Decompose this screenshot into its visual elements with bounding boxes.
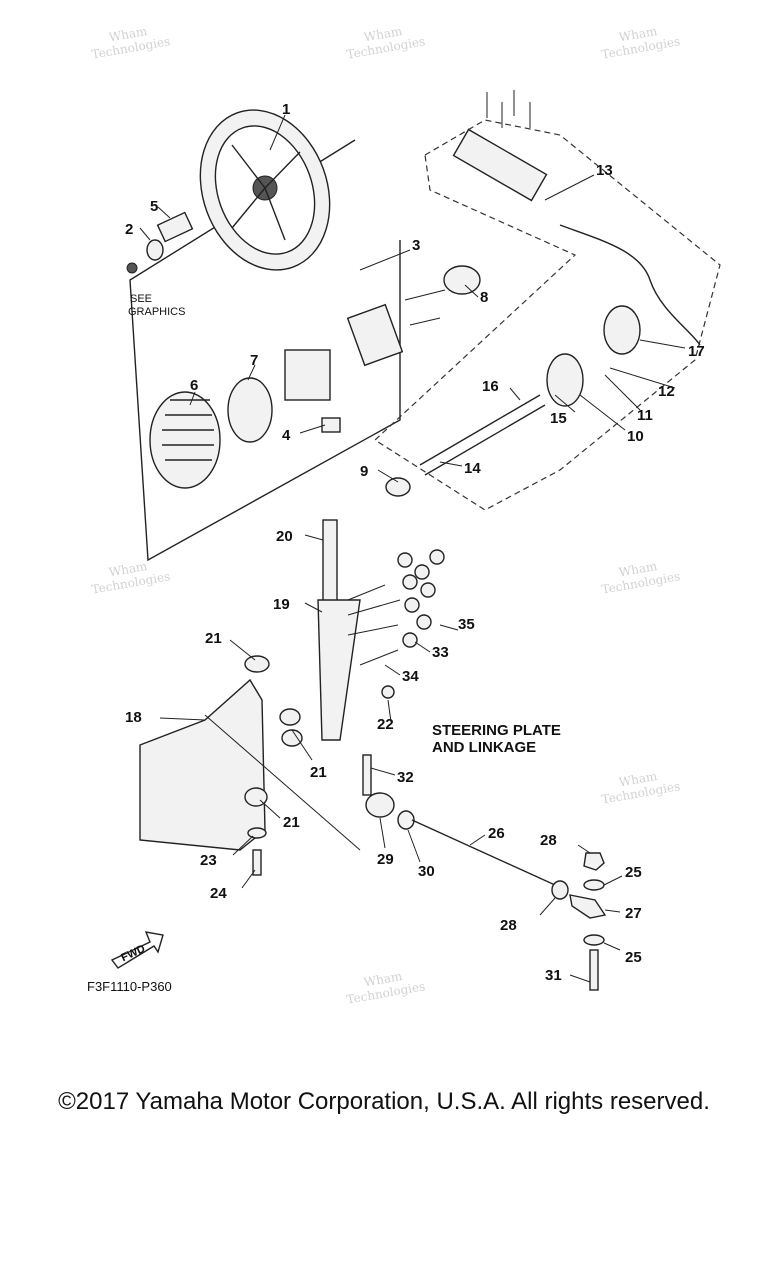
watermark: Wham <box>108 24 149 45</box>
callout-28: 28 <box>540 832 557 849</box>
harness-box <box>452 128 548 202</box>
rod-end-nut <box>551 880 569 900</box>
section-title-2: AND LINKAGE <box>432 739 536 756</box>
watermark: Wham <box>618 24 659 45</box>
callout-29: 29 <box>377 851 394 868</box>
top-bolts <box>486 90 531 128</box>
callout-17: 17 <box>688 343 705 360</box>
trim-switch <box>321 417 341 433</box>
callout-5: 5 <box>150 198 158 215</box>
callout-21-c: 21 <box>283 814 300 831</box>
washer-top <box>583 879 605 891</box>
steering-wheel <box>199 109 331 271</box>
fwd-label: FWD <box>119 943 147 964</box>
callout-27: 27 <box>625 905 642 922</box>
callout-21: 21 <box>205 630 222 647</box>
callout-11: 11 <box>637 407 653 424</box>
steering-shaft <box>322 519 338 611</box>
callout-22: 22 <box>377 716 394 733</box>
steering-plate <box>139 678 266 851</box>
plate-bolts <box>347 549 445 666</box>
callout-9: 9 <box>360 463 368 480</box>
cable-lines <box>419 394 546 476</box>
callout-6: 6 <box>190 377 198 394</box>
long-bolt <box>589 949 599 991</box>
joint-nut <box>397 810 415 830</box>
callout-34: 34 <box>402 668 419 685</box>
callout-25-b: 25 <box>625 949 642 966</box>
callout-10: 10 <box>627 428 644 445</box>
callout-4: 4 <box>282 427 291 444</box>
harness-cable <box>559 224 701 346</box>
callout-1: 1 <box>282 101 290 118</box>
watermark: Wham <box>363 24 404 45</box>
helm-bracket <box>284 349 331 401</box>
boot <box>603 305 641 355</box>
callout-23: 23 <box>200 852 217 869</box>
callout-25: 25 <box>625 864 642 881</box>
callout-28-b: 28 <box>500 917 517 934</box>
callout-16: 16 <box>482 378 499 395</box>
helm-unit <box>149 391 221 489</box>
cable-clamp <box>385 477 411 497</box>
ball-joint <box>365 792 395 818</box>
callout-3: 3 <box>412 237 420 254</box>
callout-31: 31 <box>545 967 562 984</box>
plate-bushing <box>381 685 395 699</box>
cable-group-outline <box>374 119 721 511</box>
watermark: Wham <box>618 559 659 580</box>
helm-housing <box>346 265 481 367</box>
pivot-bolt <box>362 754 372 796</box>
callout-8: 8 <box>480 289 488 306</box>
callout-12: 12 <box>658 383 675 400</box>
callout-33: 33 <box>432 644 449 661</box>
helm-ring <box>227 377 273 443</box>
rod-end <box>569 894 607 919</box>
callout-18: 18 <box>125 709 142 726</box>
callout-30: 30 <box>418 863 435 880</box>
steering-arm <box>317 599 361 741</box>
callout-2: 2 <box>125 221 133 238</box>
watermark: Wham <box>618 769 659 790</box>
callout-13: 13 <box>596 162 613 179</box>
watermark: Wham <box>363 969 404 990</box>
callout-26: 26 <box>488 825 505 842</box>
see-graphics-label: SEE <box>130 293 152 305</box>
lock-nut <box>583 852 605 871</box>
plate-link <box>204 714 361 851</box>
cable-boot <box>546 353 584 407</box>
callout-35: 35 <box>458 616 475 633</box>
copyright-notice: ©2017 Yamaha Motor Corporation, U.S.A. A… <box>58 1088 710 1115</box>
callout-20: 20 <box>276 528 293 545</box>
watermark: Wham <box>108 559 149 580</box>
callout-7: 7 <box>250 352 258 369</box>
callout-19: 19 <box>273 596 290 613</box>
see-graphics-label-2: GRAPHICS <box>128 306 185 318</box>
callout-21-b: 21 <box>310 764 327 781</box>
callout-layer: 1 2 3 4 5 6 7 8 9 10 11 12 13 14 15 16 1… <box>125 101 705 984</box>
callout-32: 32 <box>397 769 414 786</box>
washer-bottom <box>583 934 605 946</box>
section-title: STEERING PLATE <box>432 722 561 739</box>
helm-assembly-frame <box>129 139 401 562</box>
callout-15: 15 <box>550 410 567 427</box>
diagram-code: F3F1110-P360 <box>87 979 172 994</box>
tie-rod <box>411 819 556 886</box>
callout-24: 24 <box>210 885 227 902</box>
hub-nut <box>126 211 194 274</box>
callout-14: 14 <box>464 460 481 477</box>
fwd-arrow-icon: FWD <box>110 931 164 969</box>
leader-lines <box>139 114 686 983</box>
